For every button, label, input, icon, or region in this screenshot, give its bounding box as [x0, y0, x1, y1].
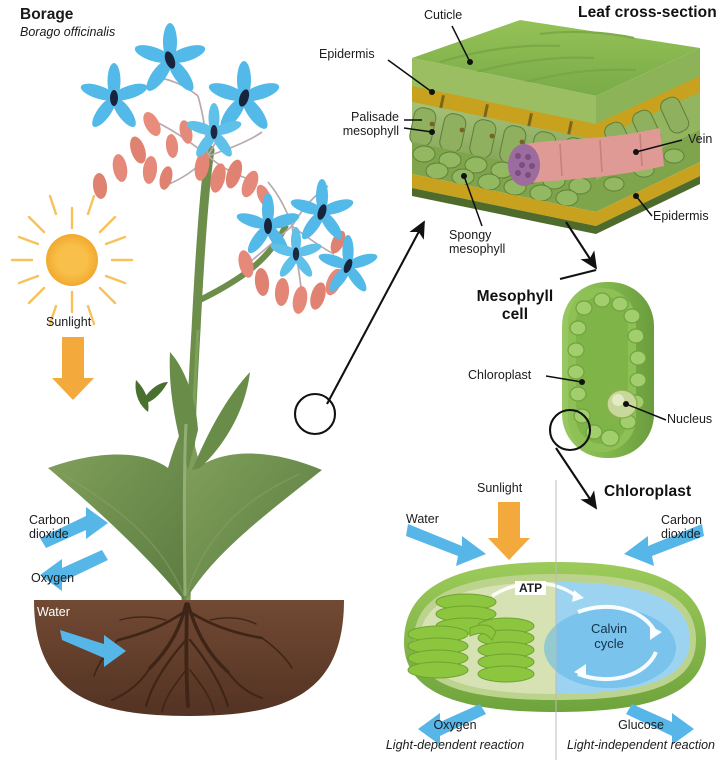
label-water-plant: Water: [37, 605, 70, 619]
heading-chloroplast: Chloroplast: [604, 483, 692, 500]
carbon-dioxide-arrow-chloroplast: [624, 524, 704, 566]
subject-common-name: Borage: [20, 6, 74, 23]
figure-title: Borage Borago officinalis: [20, 6, 115, 39]
arrow-leaf-to-cross-section: [326, 220, 425, 405]
label-vein: Vein: [688, 132, 713, 146]
label-epidermis-top: Epidermis: [319, 47, 375, 61]
magnifier-circle-leaf: [293, 392, 337, 436]
label-output-glucose: Glucose: [618, 718, 664, 732]
label-epidermis-bottom: Epidermis: [653, 209, 709, 223]
arrow-cell-to-chloroplast: [555, 447, 598, 510]
flower-buds: [238, 184, 346, 314]
heading-mesophyll-cell: Mesophyll cell: [476, 288, 554, 323]
carbon-dioxide-arrow-plant: [40, 507, 108, 548]
label-palisade-mesophyll: Palisade mesophyll: [342, 110, 399, 138]
label-oxygen-plant: Oxygen: [31, 571, 75, 585]
label-carbon-dioxide-plant: Carbon dioxide: [29, 513, 70, 541]
mesophyll-cell-illustration: [548, 221, 654, 458]
label-leader-lines: [387, 25, 683, 421]
sun-icon: [10, 194, 134, 326]
chloroplast-organelles: [567, 292, 647, 447]
output-arrow-glucose: [626, 704, 694, 745]
label-atp: ATP: [515, 581, 547, 595]
oxygen-arrow-plant: [40, 550, 108, 591]
chloroplast-illustration: [404, 447, 706, 760]
label-water-chloroplast: Water: [406, 512, 439, 526]
heading-leaf-cross-section: Leaf cross-section: [578, 4, 717, 21]
arrow-cross-section-to-cell: [565, 221, 598, 270]
sunlight-arrow-plant: [52, 337, 94, 400]
label-chloroplast-organelle: Chloroplast: [468, 368, 532, 382]
water-arrow-chloroplast: [406, 524, 486, 566]
label-nucleus: Nucleus: [667, 412, 713, 426]
flower-cluster-upper: [80, 23, 280, 199]
label-output-oxygen: Oxygen: [433, 718, 477, 732]
label-sunlight-plant: Sunlight: [46, 315, 92, 329]
label-light-independent-reaction: Light-independent reaction: [566, 738, 716, 752]
vein-vascular-bundle: [508, 128, 664, 186]
water-arrow-plant: [60, 630, 126, 667]
label-cuticle: Cuticle: [424, 8, 463, 22]
label-light-dependent-reaction: Light-dependent reaction: [385, 738, 525, 752]
label-calvin-cycle: Calvin cycle: [590, 621, 628, 652]
subject-binomial-name: Borago officinalis: [20, 25, 116, 39]
leaf-cross-section-illustration: [293, 20, 700, 436]
label-sunlight-chloroplast: Sunlight: [477, 481, 523, 495]
sunlight-arrow-chloroplast: [488, 502, 530, 560]
flower-buds: [92, 112, 259, 199]
borage-plant-illustration: [10, 23, 378, 716]
label-carbon-dioxide-chloroplast: Carbon dioxide: [661, 513, 702, 541]
soil-and-roots: [34, 600, 344, 716]
flower-cluster-lower: [236, 179, 378, 314]
borage-flower: [236, 179, 378, 292]
output-arrow-oxygen: [418, 704, 486, 745]
label-spongy-mesophyll: Spongy mesophyll: [449, 228, 506, 256]
borage-flower: [80, 23, 280, 157]
magnifier-circle-cell: [548, 408, 592, 452]
thylakoid-grana: [407, 593, 535, 683]
